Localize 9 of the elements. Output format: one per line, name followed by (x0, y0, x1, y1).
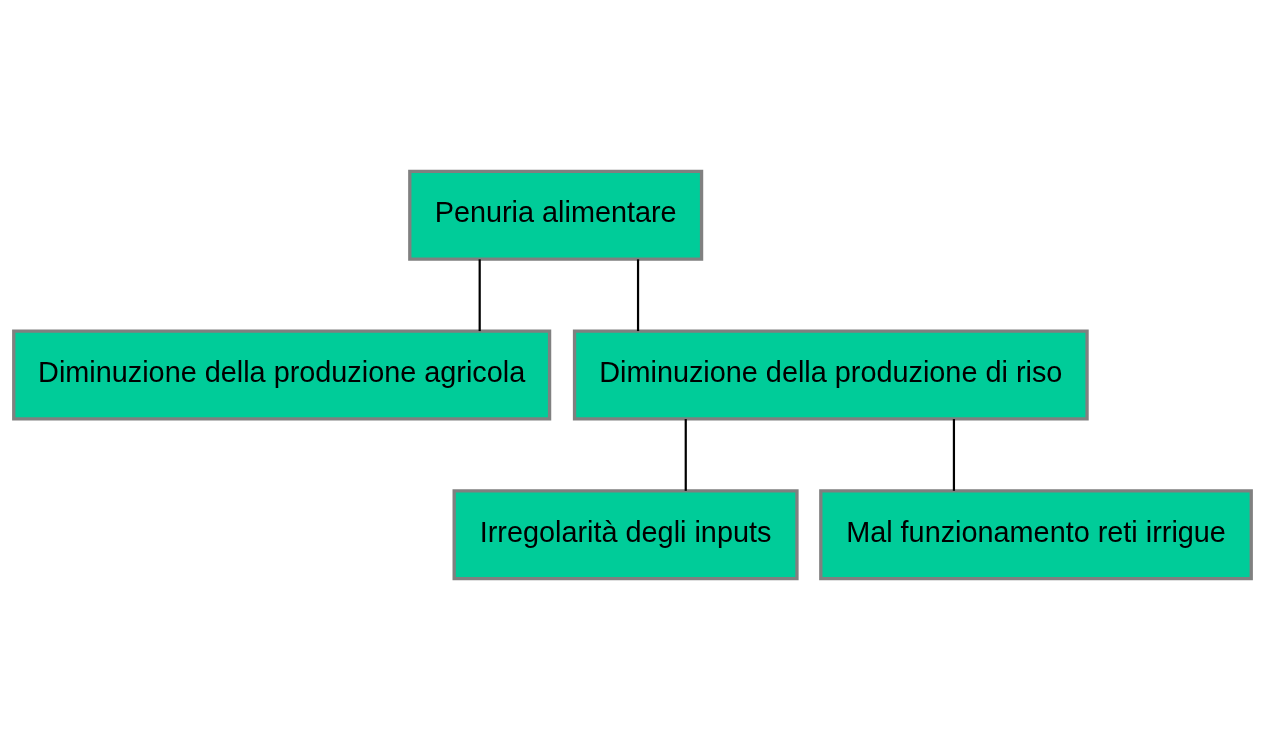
node-box: Diminuzione della produzione di riso (572, 329, 1089, 420)
connector (636, 258, 640, 331)
connector (684, 418, 687, 491)
node-box: Diminuzione della produzione agricola (12, 329, 552, 420)
node-box: Irregolarità degli inputs (452, 488, 799, 580)
node-box: Mal funzionamento reti irrigue (819, 488, 1253, 580)
connector (478, 258, 481, 331)
node-box: Penuria alimentare (408, 169, 704, 261)
connector (952, 418, 956, 491)
